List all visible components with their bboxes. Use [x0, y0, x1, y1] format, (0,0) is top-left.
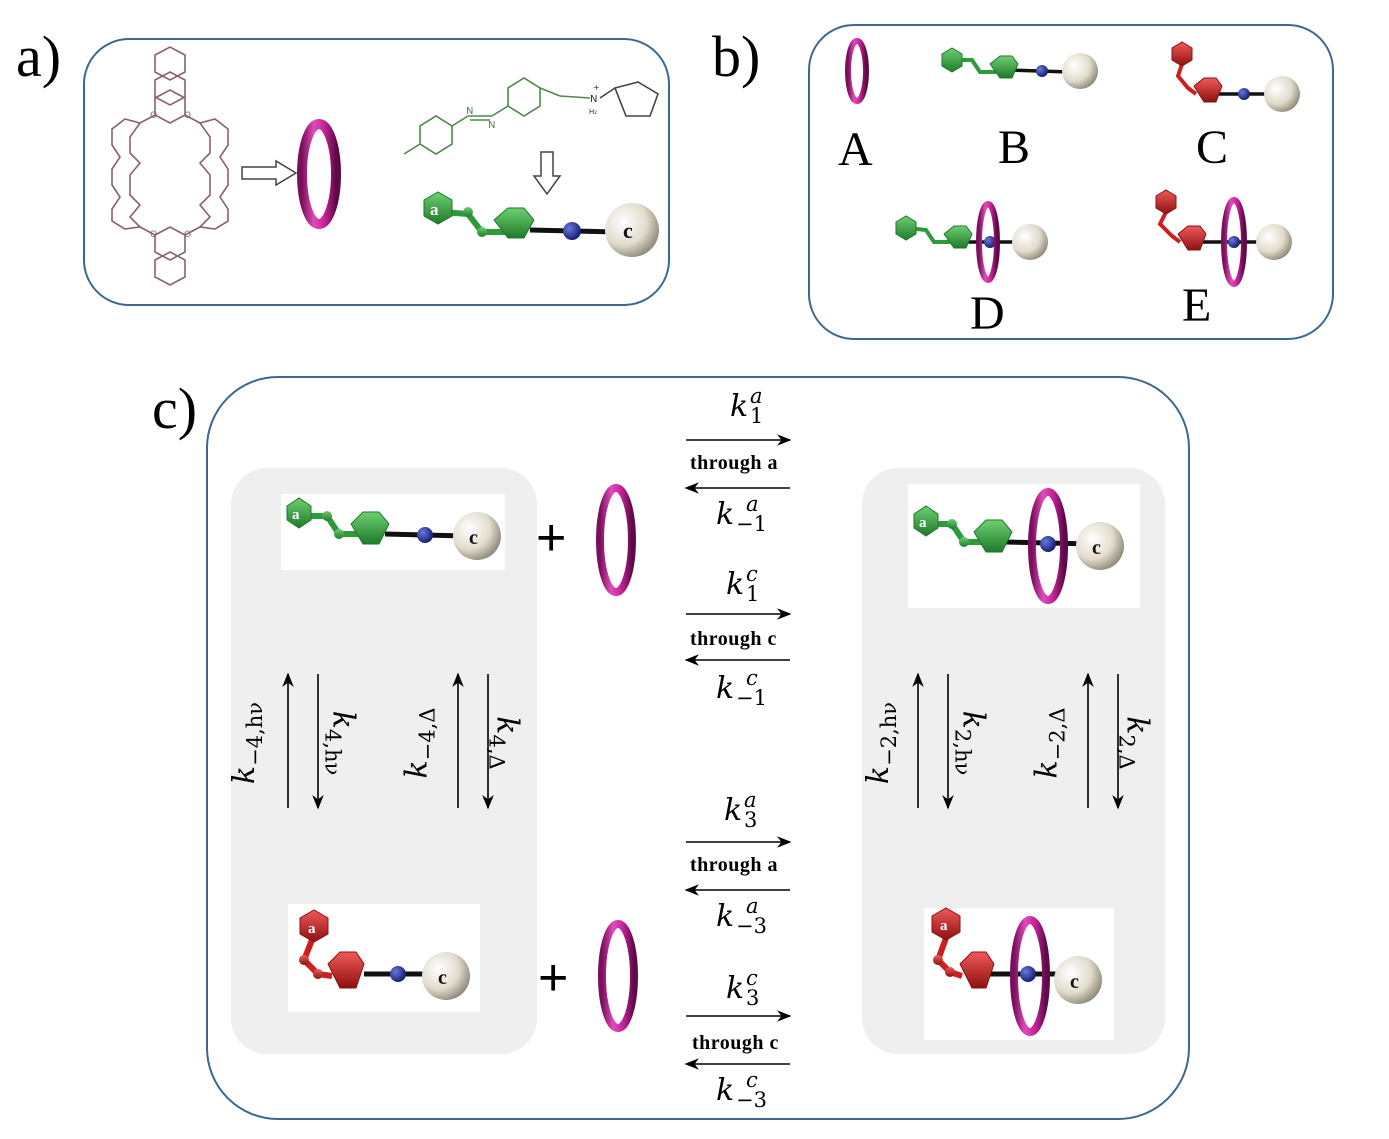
stopper-a-label: a	[940, 918, 948, 934]
panel-a-frame	[83, 38, 670, 306]
stopper-c-label: c	[469, 527, 478, 549]
oxygen-label: O	[150, 111, 157, 121]
rate-k-minus2-hv: k−2,hν	[861, 701, 902, 785]
equilibrium-arrows-3c	[684, 1010, 792, 1070]
plus-sign: +	[536, 509, 567, 567]
panel-label-b: b)	[712, 24, 761, 89]
axle-model-green: a c	[420, 190, 660, 260]
axle-green-card: a c	[281, 494, 505, 570]
stopper-c-label: c	[1070, 971, 1079, 993]
stopper-a-label: a	[430, 200, 439, 219]
species-b-axle-green	[941, 47, 1098, 89]
ammonium-h-label: H₂	[589, 108, 597, 116]
rate-k-minus1c: k c −1	[716, 666, 767, 710]
rotaxane-red-card: a c	[924, 907, 1114, 1040]
species-label-a: A	[838, 123, 873, 176]
species-c-axle-red	[1171, 41, 1300, 112]
rate-k-minus1a: k a −1	[716, 492, 767, 536]
rate-k-minus4-hv: k−4,hν	[227, 701, 268, 785]
rate-k2-thermal: k2,Δ	[1114, 716, 1155, 770]
through-c-label: through c	[690, 628, 777, 650]
species-e-rotaxane-red	[1155, 189, 1292, 287]
species-label-e: E	[1182, 279, 1212, 332]
vertical-arrows-hv-right	[912, 672, 954, 810]
vertical-arrows-thermal-left	[452, 672, 494, 810]
oxygen-label: O	[184, 230, 191, 240]
stopper-c-label: c	[1092, 537, 1101, 559]
rate-k4-hv: k4,hν	[320, 710, 361, 776]
vertical-arrows-hv-left	[282, 672, 324, 810]
oxygen-label: O	[184, 111, 191, 121]
equilibrium-arrows-1c	[684, 608, 792, 666]
axle-red-card: a c	[288, 904, 480, 1012]
nitrogen-label: N	[466, 106, 473, 117]
panel-label-c: c)	[152, 376, 198, 441]
rate-k-minus3c: k c −3	[716, 1068, 767, 1112]
stopper-a-label: a	[308, 921, 316, 937]
species-label-d: D	[970, 287, 1005, 340]
through-a-label: through a	[690, 452, 779, 474]
rate-k-minus4-thermal: k−4,Δ	[399, 707, 440, 779]
panel-label-a: a)	[16, 24, 62, 89]
species-d-rotaxane-green	[895, 201, 1048, 283]
plus-sign: +	[538, 949, 569, 1007]
macrocycle-ring-icon	[598, 920, 638, 1032]
through-a-label: through a	[690, 854, 779, 876]
rate-k1c: k c 1	[726, 562, 760, 606]
rate-k3a: k a 3	[724, 788, 758, 832]
equilibrium-arrows-1a	[684, 434, 792, 494]
stopper-a-label: a	[919, 515, 927, 531]
species-label-c: C	[1196, 121, 1229, 174]
vertical-arrows-thermal-right	[1082, 672, 1124, 810]
through-c-label: through c	[692, 1032, 779, 1054]
macrocycle-ring-icon	[297, 119, 341, 229]
hollow-arrow-down	[532, 151, 562, 196]
species-a-ring-icon	[845, 38, 869, 104]
stopper-c-label: c	[438, 967, 447, 989]
rotaxane-green-card: a c	[908, 484, 1140, 608]
stopper-a-label: a	[292, 507, 300, 523]
oxygen-label: O	[150, 230, 157, 240]
crown-ether-structure: O O O O	[111, 46, 229, 286]
charge-label: +	[593, 83, 600, 92]
rate-k4-thermal: k4,Δ	[484, 716, 525, 770]
rate-k2-hv: k2,hν	[950, 710, 991, 776]
azobenzene-axle-structure: N N N H₂ +	[403, 77, 659, 155]
macrocycle-ring-icon	[596, 484, 636, 596]
stopper-c-label: c	[623, 218, 633, 243]
species-label-b: B	[998, 121, 1031, 174]
ammonium-label: N	[590, 94, 597, 105]
rate-k-minus3a: k a −3	[716, 894, 767, 938]
rate-k3c: k c 3	[726, 966, 760, 1010]
equilibrium-arrows-3a	[684, 836, 792, 896]
rate-k-minus2-thermal: k−2,Δ	[1029, 707, 1070, 779]
hollow-arrow-right	[241, 159, 298, 187]
nitrogen-label: N	[488, 120, 495, 131]
rate-k1a: k a 1	[730, 384, 764, 428]
